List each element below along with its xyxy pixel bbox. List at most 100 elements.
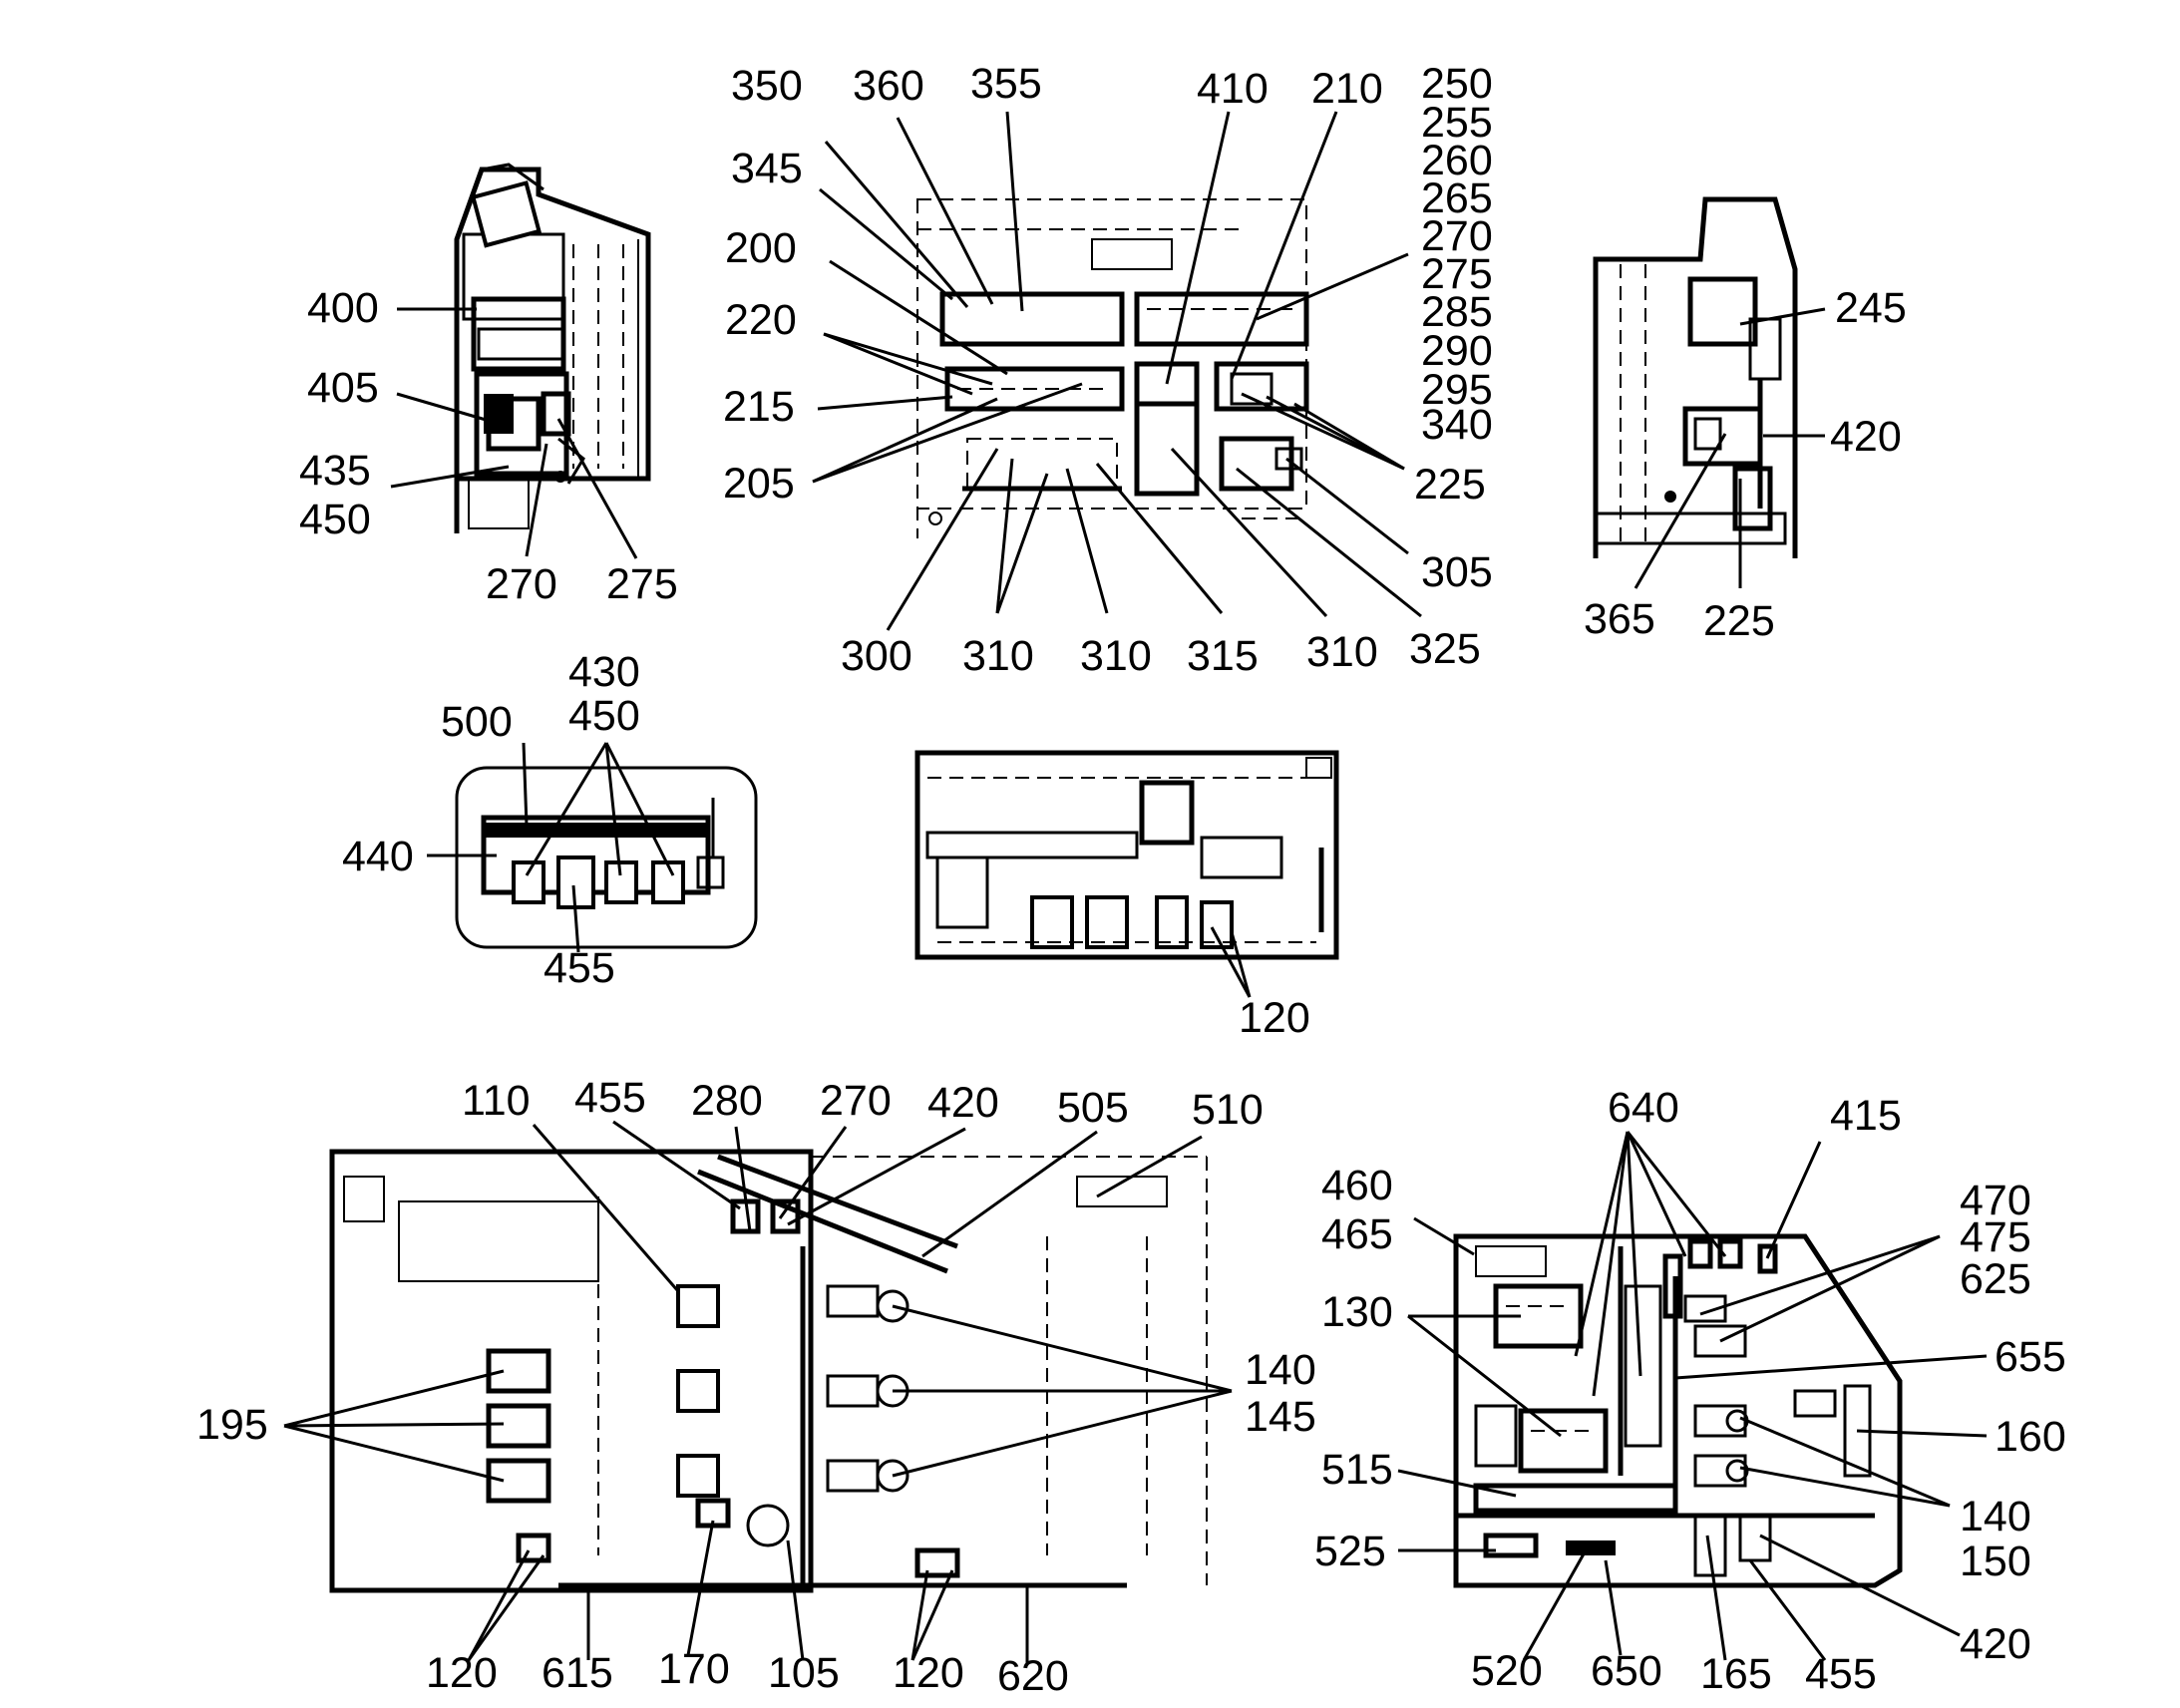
top-center-leaders xyxy=(812,111,1422,631)
callout-label: 350 xyxy=(731,62,803,110)
callout-label: 300 xyxy=(841,632,912,680)
callout-label: 625 xyxy=(1960,1255,2031,1303)
view-top-center: 350 360 355 345 200 220 215 205 410 210 … xyxy=(723,60,1493,680)
callout-label: 465 xyxy=(1321,1210,1393,1258)
callout-label: 360 xyxy=(853,62,924,110)
callout-label: 450 xyxy=(568,692,640,740)
callout-label: 420 xyxy=(1960,1620,2031,1668)
callout-label: 615 xyxy=(542,1649,613,1697)
callout-label: 305 xyxy=(1421,548,1493,596)
callout-label: 195 xyxy=(196,1401,268,1449)
callout-label: 655 xyxy=(1995,1333,2066,1381)
callout-label: 365 xyxy=(1584,595,1655,643)
callout-label: 470 xyxy=(1960,1177,2031,1224)
callout-label: 105 xyxy=(768,1649,840,1697)
callout-label: 220 xyxy=(725,296,797,344)
callout-label: 640 xyxy=(1608,1084,1679,1132)
callout-label: 120 xyxy=(893,1649,964,1697)
callout-label: 205 xyxy=(723,460,795,508)
callout-label: 295 xyxy=(1421,366,1493,414)
callout-label: 520 xyxy=(1471,1647,1543,1695)
callout-label: 455 xyxy=(1805,1650,1877,1698)
callout-label: 420 xyxy=(1830,413,1902,461)
top-left-leaders xyxy=(390,307,638,559)
callout-label: 280 xyxy=(691,1077,763,1125)
callout-label: 270 xyxy=(486,560,557,608)
middle-center-callouts: 120 xyxy=(1239,994,1310,1042)
callout-label: 410 xyxy=(1197,65,1269,113)
middle-left-leaders xyxy=(427,742,675,953)
callout-label: 215 xyxy=(723,383,795,431)
callout-label: 355 xyxy=(970,60,1042,108)
callout-label: 400 xyxy=(307,284,379,332)
callout-label: 315 xyxy=(1187,632,1259,680)
middle-left-drawing xyxy=(455,766,758,949)
callout-label: 505 xyxy=(1057,1084,1129,1132)
callout-label: 110 xyxy=(462,1077,531,1125)
callout-label: 460 xyxy=(1321,1162,1393,1209)
view-top-right: 245 420 365 225 xyxy=(1584,196,1907,645)
callout-label: 310 xyxy=(1306,628,1378,676)
callout-label: 435 xyxy=(299,447,371,495)
callout-label: 415 xyxy=(1830,1092,1902,1140)
top-center-drawing xyxy=(916,198,1309,538)
callout-label: 255 xyxy=(1421,99,1493,147)
callout-label: 170 xyxy=(658,1645,730,1693)
top-right-callouts: 245 420 365 225 xyxy=(1584,284,1907,645)
callout-label: 270 xyxy=(820,1077,892,1125)
callout-label: 200 xyxy=(725,224,797,272)
callout-label: 455 xyxy=(544,944,615,992)
top-left-callouts: 400 405 435 450 270 275 xyxy=(299,284,678,608)
callout-label: 510 xyxy=(1192,1086,1264,1134)
view-middle-center: 120 xyxy=(914,750,1339,1042)
callout-label: 455 xyxy=(574,1074,646,1122)
callout-label: 525 xyxy=(1314,1528,1386,1575)
view-bottom-right: 640 415 460 465 470 475 625 130 655 160 … xyxy=(1314,1084,2066,1698)
callout-label: 310 xyxy=(962,632,1034,680)
callout-label: 515 xyxy=(1321,1446,1393,1494)
callout-label: 345 xyxy=(731,145,803,192)
view-middle-left: 500 430 450 440 455 xyxy=(342,648,758,992)
middle-left-callouts: 500 430 450 440 455 xyxy=(342,648,640,992)
callout-label: 290 xyxy=(1421,327,1493,375)
bottom-right-leaders xyxy=(1397,1131,1988,1661)
callout-label: 275 xyxy=(1421,250,1493,298)
callout-label: 140 xyxy=(1960,1493,2031,1540)
callout-label: 120 xyxy=(1239,994,1310,1042)
callout-label: 265 xyxy=(1421,174,1493,222)
bottom-left-drawing xyxy=(329,1149,1208,1593)
callout-label: 225 xyxy=(1414,461,1486,509)
callout-label: 500 xyxy=(441,698,513,746)
callout-label: 450 xyxy=(299,496,371,543)
callout-label: 210 xyxy=(1311,65,1383,113)
callout-label: 245 xyxy=(1835,284,1907,332)
bottom-left-leaders xyxy=(283,1120,1233,1663)
callout-label: 340 xyxy=(1421,401,1493,449)
middle-center-drawing xyxy=(914,750,1339,960)
top-right-drawing xyxy=(1593,196,1798,558)
callout-label: 310 xyxy=(1080,632,1152,680)
callout-label: 250 xyxy=(1421,60,1493,108)
callout-label: 160 xyxy=(1995,1413,2066,1461)
callout-label: 275 xyxy=(606,560,678,608)
callout-label: 270 xyxy=(1421,212,1493,260)
callout-label: 620 xyxy=(997,1652,1069,1700)
callout-label: 650 xyxy=(1591,1647,1662,1695)
callout-label: 130 xyxy=(1321,1288,1393,1336)
bottom-left-callouts: 110 455 280 270 420 505 510 195 140 145 … xyxy=(196,1074,1316,1700)
callout-label: 475 xyxy=(1960,1213,2031,1261)
callout-label: 165 xyxy=(1700,1650,1772,1698)
middle-center-leaders xyxy=(1210,926,1252,998)
callout-label: 120 xyxy=(426,1649,498,1697)
callout-label: 140 xyxy=(1245,1346,1316,1394)
view-bottom-left: 110 455 280 270 420 505 510 195 140 145 … xyxy=(196,1074,1316,1700)
callout-label: 285 xyxy=(1421,288,1493,336)
callout-label: 440 xyxy=(342,833,414,880)
callout-label: 225 xyxy=(1703,597,1775,645)
callout-label: 260 xyxy=(1421,137,1493,184)
callout-label: 325 xyxy=(1409,625,1481,673)
top-center-callouts: 350 360 355 345 200 220 215 205 410 210 … xyxy=(723,60,1493,680)
top-left-drawing xyxy=(454,163,651,533)
bottom-right-callouts: 640 415 460 465 470 475 625 130 655 160 … xyxy=(1314,1084,2066,1698)
